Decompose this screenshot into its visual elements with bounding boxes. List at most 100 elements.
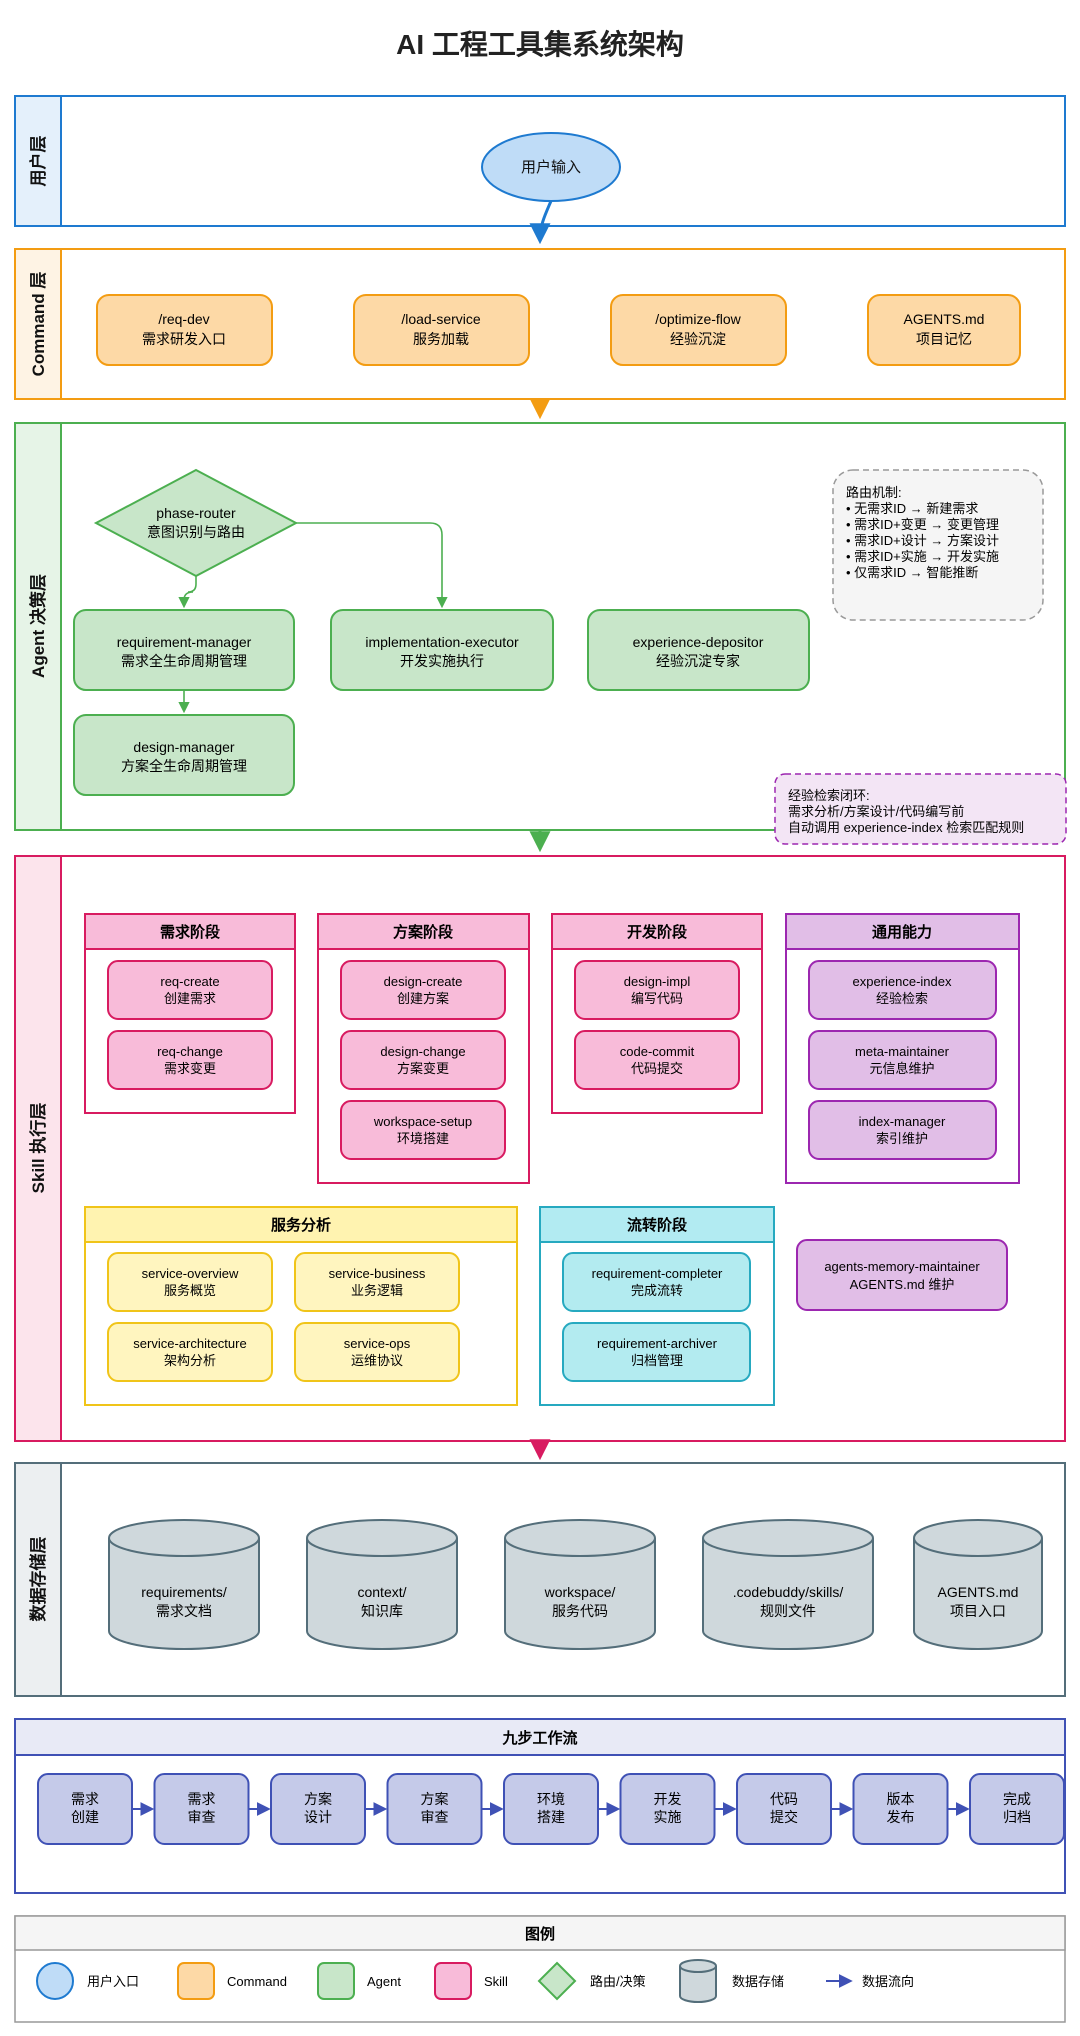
command-layer-label: Command 层 bbox=[29, 272, 48, 377]
svg-text:规则文件: 规则文件 bbox=[760, 1603, 816, 1619]
agent-requirement-manager: requirement-manager 需求全生命周期管理 bbox=[73, 609, 295, 691]
svg-text:service-overview: service-overview bbox=[142, 1266, 239, 1281]
skill-group-requirement: 需求阶段 req-create 创建需求 req-change 需求变更 bbox=[84, 913, 296, 1114]
svg-text:.codebuddy/skills/: .codebuddy/skills/ bbox=[733, 1584, 844, 1600]
svg-text:经验检索闭环:: 经验检索闭环: bbox=[788, 788, 870, 803]
workflow-step-label: 设计 bbox=[304, 1809, 332, 1825]
storage-layer: 数据存储层 requirements/ 需求文档 context/ 知识库 wo… bbox=[14, 1462, 1066, 1697]
skill-requirement-archiver: requirement-archiver 归档管理 bbox=[562, 1322, 751, 1382]
skill-requirement-completer: requirement-completer 完成流转 bbox=[562, 1252, 751, 1312]
user-input-label: 用户输入 bbox=[521, 159, 581, 176]
skill-code-commit: code-commit 代码提交 bbox=[574, 1030, 740, 1090]
svg-text:• 无需求ID → 新建需求: • 无需求ID → 新建需求 bbox=[846, 501, 978, 516]
phase-router: phase-router 意图识别与路由 bbox=[93, 468, 299, 578]
skill-service-ops: service-ops 运维协议 bbox=[294, 1322, 460, 1382]
svg-text:design-create: design-create bbox=[384, 974, 463, 989]
agent-layer-label-bg bbox=[14, 422, 62, 831]
legend-panel: 图例 用户入口 Command Agent Skill 路由/决策 数据存储 数… bbox=[14, 1915, 1066, 2023]
skill-group-development: 开发阶段 design-impl 编写代码 code-commit 代码提交 bbox=[551, 913, 763, 1114]
skill-req-change: req-change 需求变更 bbox=[107, 1030, 273, 1090]
svg-text:/optimize-flow: /optimize-flow bbox=[655, 311, 741, 327]
legend-storage-label: 数据存储 bbox=[732, 1974, 784, 1989]
svg-text:requirement-manager: requirement-manager bbox=[117, 634, 252, 650]
svg-text:phase-router: phase-router bbox=[156, 505, 236, 521]
svg-text:req-change: req-change bbox=[157, 1044, 223, 1059]
svg-text:方案全生命周期管理: 方案全生命周期管理 bbox=[121, 758, 247, 774]
svg-text:经验沉淀专家: 经验沉淀专家 bbox=[656, 653, 740, 669]
legend-router-swatch bbox=[537, 1961, 577, 2001]
workflow-step-label: 环境 bbox=[537, 1791, 565, 1807]
skill-service-architecture: service-architecture 架构分析 bbox=[107, 1322, 273, 1382]
legend-command-label: Command bbox=[227, 1974, 287, 1989]
svg-text:需求分析/方案设计/代码编写前: 需求分析/方案设计/代码编写前 bbox=[788, 804, 964, 819]
workflow-step: 代码提交 bbox=[736, 1773, 832, 1845]
svg-text:运维协议: 运维协议 bbox=[351, 1353, 403, 1368]
legend-agent-swatch bbox=[317, 1962, 355, 2000]
svg-text:index-manager: index-manager bbox=[859, 1114, 946, 1129]
agent-experience-depositor: experience-depositor 经验沉淀专家 bbox=[587, 609, 810, 691]
storage-layer-label: 数据存储层 bbox=[28, 1537, 48, 1622]
storage-agents-md: AGENTS.md 项目入口 bbox=[913, 1519, 1043, 1650]
svg-text:• 需求ID+设计 → 方案设计: • 需求ID+设计 → 方案设计 bbox=[846, 533, 999, 548]
svg-text:experience-depositor: experience-depositor bbox=[633, 634, 764, 650]
skill-group-design: 方案阶段 design-create 创建方案 design-change 方案… bbox=[317, 913, 530, 1184]
workflow-step-label: 搭建 bbox=[537, 1809, 565, 1825]
svg-text:• 仅需求ID → 智能推断: • 仅需求ID → 智能推断 bbox=[846, 565, 978, 580]
legend-user-entry-label: 用户入口 bbox=[87, 1974, 139, 1989]
svg-text:创建需求: 创建需求 bbox=[164, 991, 216, 1006]
agent-implementation-executor: implementation-executor 开发实施执行 bbox=[330, 609, 554, 691]
svg-text:• 需求ID+实施 → 开发实施: • 需求ID+实施 → 开发实施 bbox=[846, 549, 999, 564]
svg-text:架构分析: 架构分析 bbox=[164, 1353, 216, 1368]
workflow-step-label: 方案 bbox=[304, 1791, 332, 1807]
svg-text:意图识别与路由: 意图识别与路由 bbox=[147, 524, 245, 540]
workflow-step: 开发实施 bbox=[619, 1773, 716, 1845]
command-agents-md: AGENTS.md 项目记忆 bbox=[867, 294, 1021, 366]
experience-note: 经验检索闭环: 需求分析/方案设计/代码编写前 自动调用 experience-… bbox=[774, 773, 1067, 845]
skill-meta-maintainer: meta-maintainer 元信息维护 bbox=[808, 1030, 997, 1090]
legend-command-swatch bbox=[177, 1962, 215, 2000]
user-layer: 用户层 用户输入 bbox=[14, 95, 1066, 227]
svg-text:服务概览: 服务概览 bbox=[164, 1283, 216, 1298]
svg-text:meta-maintainer: meta-maintainer bbox=[855, 1044, 950, 1059]
svg-text:req-create: req-create bbox=[160, 974, 219, 989]
command-layer-label-bg bbox=[14, 248, 62, 400]
svg-text:code-commit: code-commit bbox=[620, 1044, 695, 1059]
command-req-dev: /req-dev 需求研发入口 bbox=[96, 294, 273, 366]
svg-text:服务分析: 服务分析 bbox=[271, 1216, 331, 1234]
svg-text:requirement-completer: requirement-completer bbox=[592, 1266, 723, 1281]
svg-text:workspace/: workspace/ bbox=[544, 1584, 616, 1600]
skill-group-service: 服务分析 service-overview 服务概览 service-busin… bbox=[84, 1206, 518, 1406]
svg-text:开发实施执行: 开发实施执行 bbox=[400, 653, 484, 669]
svg-text:编写代码: 编写代码 bbox=[631, 991, 683, 1006]
svg-text:AGENTS.md: AGENTS.md bbox=[938, 1584, 1019, 1600]
svg-text:路由机制:: 路由机制: bbox=[846, 485, 902, 500]
command-optimize-flow: /optimize-flow 经验沉淀 bbox=[610, 294, 787, 366]
workflow-step-label: 完成 bbox=[1003, 1791, 1031, 1807]
svg-text:需求文档: 需求文档 bbox=[156, 1603, 212, 1619]
svg-text:环境搭建: 环境搭建 bbox=[397, 1131, 449, 1146]
legend-router-label: 路由/决策 bbox=[590, 1974, 646, 1989]
skill-layer-label: Skill 执行层 bbox=[28, 1103, 48, 1194]
svg-text:自动调用 experience-index 检索匹配规则: 自动调用 experience-index 检索匹配规则 bbox=[788, 820, 1024, 835]
skill-experience-index: experience-index 经验检索 bbox=[808, 960, 997, 1020]
legend-storage-swatch bbox=[679, 1959, 717, 2003]
svg-text:需求阶段: 需求阶段 bbox=[160, 923, 220, 941]
svg-text:service-architecture: service-architecture bbox=[133, 1336, 246, 1351]
svg-text:通用能力: 通用能力 bbox=[872, 923, 932, 941]
command-load-service: /load-service 服务加载 bbox=[353, 294, 530, 366]
svg-text:需求研发入口: 需求研发入口 bbox=[142, 331, 226, 347]
svg-text:/load-service: /load-service bbox=[401, 311, 481, 327]
workflow-step-label: 方案 bbox=[421, 1791, 449, 1807]
router-to-implementation-executor-arrow bbox=[296, 522, 448, 609]
svg-text:requirements/: requirements/ bbox=[141, 1584, 227, 1600]
svg-text:方案阶段: 方案阶段 bbox=[393, 923, 453, 941]
svg-text:项目入口: 项目入口 bbox=[950, 1603, 1006, 1619]
svg-text:方案变更: 方案变更 bbox=[397, 1061, 449, 1076]
svg-text:service-business: service-business bbox=[329, 1266, 426, 1281]
skill-index-manager: index-manager 索引维护 bbox=[808, 1100, 997, 1160]
svg-text:workspace-setup: workspace-setup bbox=[373, 1114, 472, 1129]
